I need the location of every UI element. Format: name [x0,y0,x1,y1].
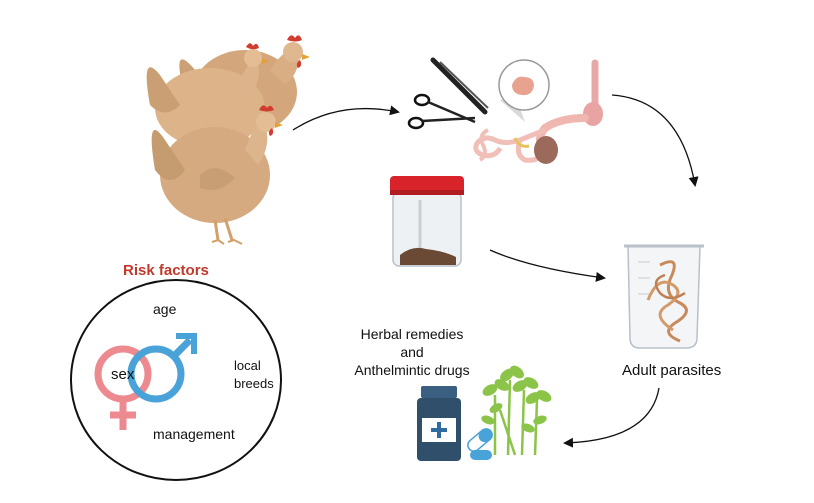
arrow-dissection-to-beaker [611,94,699,187]
herbal-plants-icon [481,365,552,456]
forceps-icon [430,57,489,115]
treatment-label: Herbal remedies and Anthelmintic drugs [337,325,487,379]
capsule-icon [467,428,493,460]
arrow-chicken-to-dissection [292,105,400,131]
risk-factors-circle [70,279,282,481]
gender-symbols-icon [94,333,197,430]
adult-parasites-label: Adult parasites [622,362,722,379]
medicine-bottle-icon [417,386,461,461]
treatment-line3: Anthelmintic drugs [354,362,470,378]
risk-factor-local-line2: breeds [234,376,274,391]
scissors-icon [407,93,476,130]
risk-factor-local-breeds: local breeds [234,357,274,393]
risk-factor-management: management [153,426,235,442]
intestine-illustration [473,59,603,164]
treatment-line1: Herbal remedies [360,326,464,342]
chickens-illustration [146,35,310,245]
treatment-line2: and [400,344,424,360]
risk-factor-sex: sex [111,366,135,383]
risk-factor-local-line1: local [234,358,261,373]
magnified-nodule-icon [498,59,550,122]
beaker-with-worms-icon [624,244,704,349]
arrow-jar-to-beaker [489,249,606,282]
risk-factors-title: Risk factors [123,262,209,279]
specimen-jar-icon [390,176,464,267]
risk-factor-age: age [153,301,177,317]
arrow-beaker-to-treatment [563,387,660,448]
